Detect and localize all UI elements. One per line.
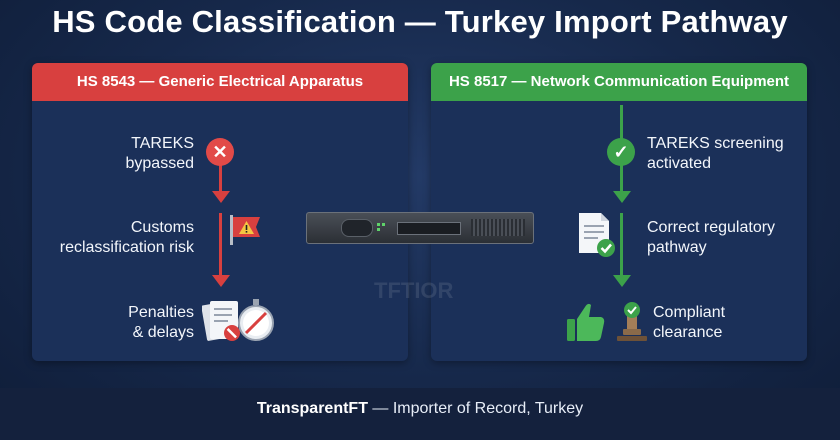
left-arrowhead-2 xyxy=(212,275,230,287)
switch-vent xyxy=(471,219,525,236)
watermark-text: TFTIOR xyxy=(374,278,454,303)
switch-status-leds xyxy=(377,223,389,233)
left-panel-header: HS 8543 — Generic Electrical Apparatus xyxy=(32,63,408,101)
page-title: HS Code Classification — Turkey Import P… xyxy=(52,4,788,39)
right-panel-hs-8517: HS 8517 — Network Communication Equipmen… xyxy=(431,63,807,361)
left-arrowhead-1 xyxy=(212,191,230,203)
switch-ports xyxy=(397,222,461,235)
x-circle-icon: ✕ xyxy=(206,138,234,166)
check-circle-icon: ✓ xyxy=(607,138,635,166)
right-flow-line-2 xyxy=(620,213,623,281)
right-panel-header: HS 8517 — Network Communication Equipmen… xyxy=(431,63,807,101)
right-step-1-label: TAREKS screening activated xyxy=(647,135,784,172)
left-step-1-label: TAREKS bypassed xyxy=(125,135,195,172)
right-arrowhead-1 xyxy=(613,191,631,203)
documents-stopwatch-icon xyxy=(202,299,274,341)
right-arrowhead-2 xyxy=(613,275,631,287)
footer-brand: TransparentFT xyxy=(256,400,368,417)
left-step-2-label: Customs reclassification risk xyxy=(59,219,194,256)
warning-flag-icon xyxy=(230,215,260,245)
left-flow-line xyxy=(219,143,222,195)
footer: TransparentFT — Importer of Record, Turk… xyxy=(0,388,840,440)
left-step-3-label: Penalties & delays xyxy=(128,304,194,341)
right-step-2-label: Correct regulatory pathway xyxy=(647,219,776,256)
footer-text: — Importer of Record, Turkey xyxy=(367,400,584,417)
left-flow-line-2 xyxy=(219,213,222,281)
thumbs-up-stamp-icon xyxy=(567,302,647,341)
document-check-icon xyxy=(579,213,615,257)
right-step-3-label: Compliant clearance xyxy=(653,304,726,341)
switch-bezel xyxy=(341,219,373,237)
network-switch-icon xyxy=(306,212,534,244)
